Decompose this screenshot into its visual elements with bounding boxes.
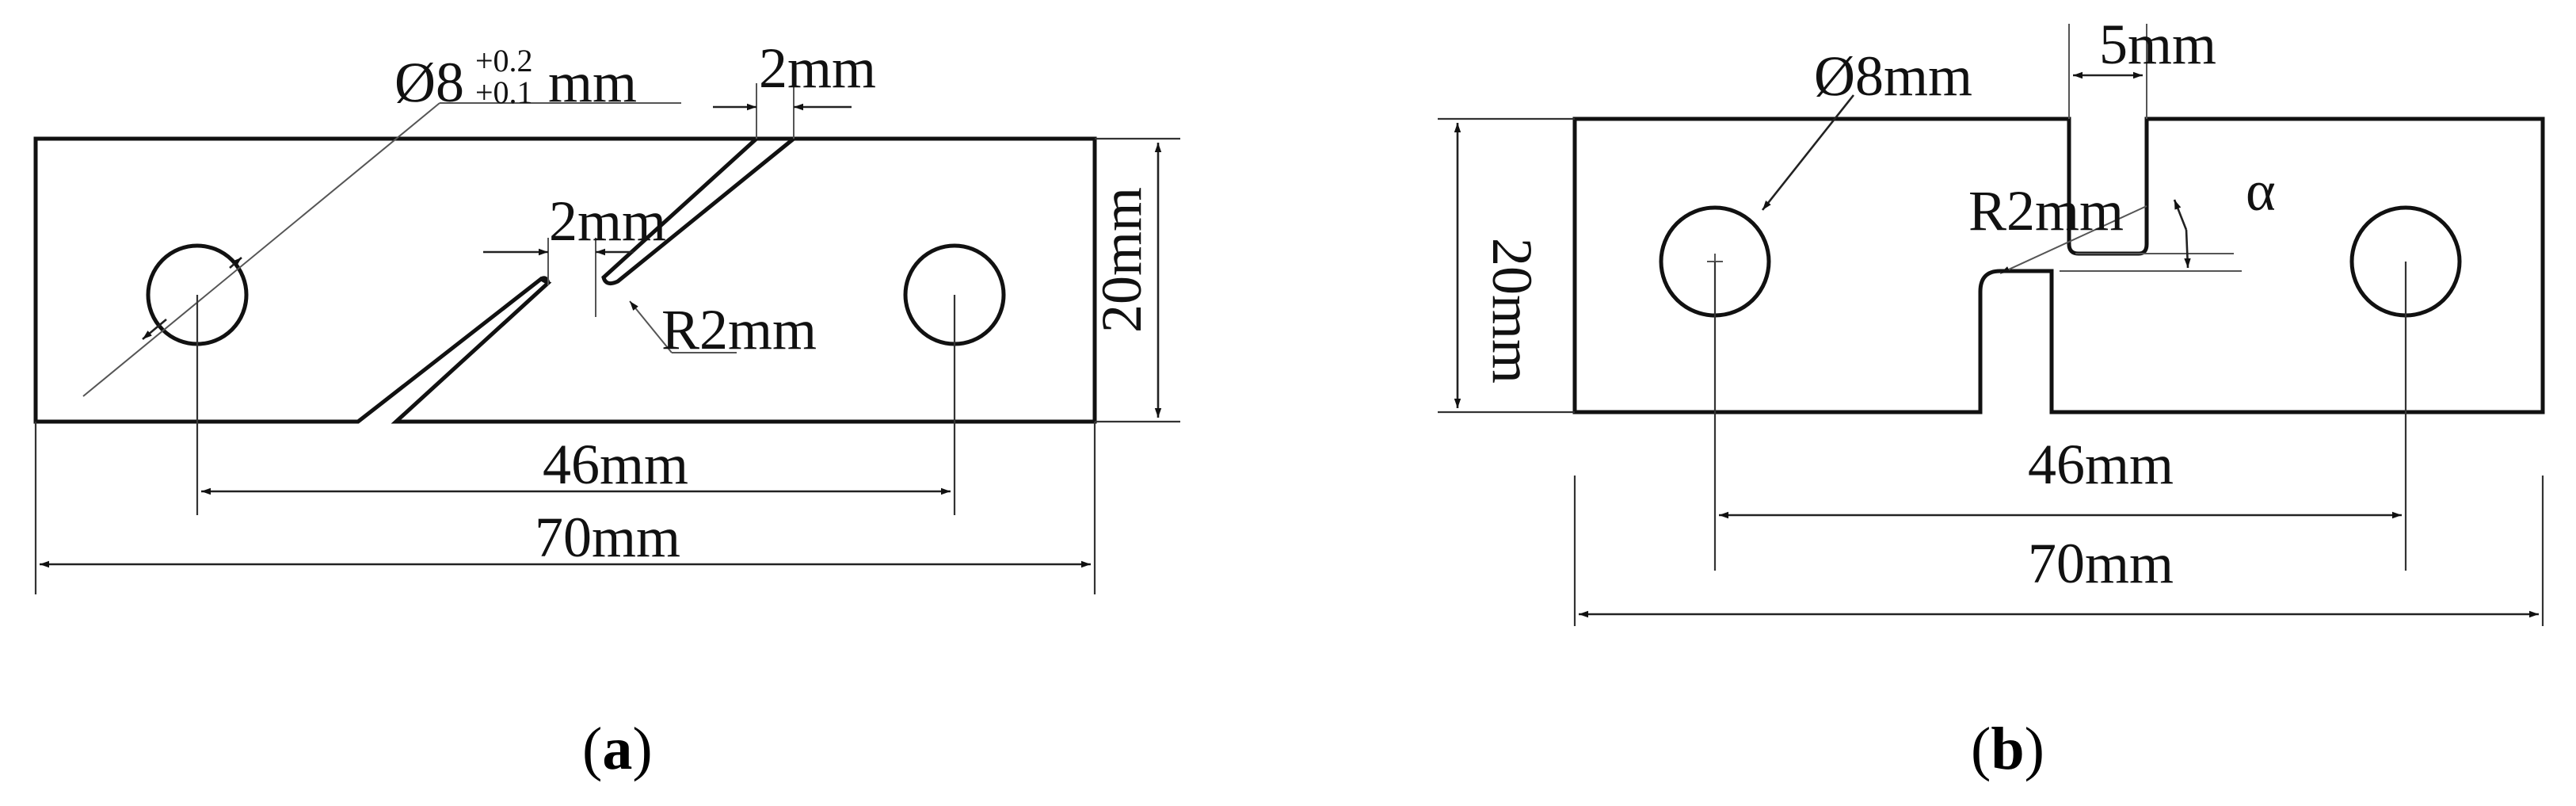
panel-a-radius-label: R2mm — [661, 298, 817, 361]
panel-b-caption: (b) — [1971, 716, 2044, 782]
panel-b-diameter-leader — [1761, 94, 1855, 211]
panel-b: Ø8mm 5mm R2mm α 20mm 46mm 70mm (b) — [1438, 13, 2545, 782]
panel-b-total-length-label: 70mm — [2028, 532, 2174, 595]
panel-b-radius-leader — [1999, 205, 2147, 274]
panel-a-hole-spacing-label: 46mm — [543, 433, 688, 496]
panel-b-angle-arrow-1 — [2173, 199, 2188, 231]
panel-a-plate-outline — [33, 136, 1097, 424]
panel-b-angle-label: α — [2246, 159, 2276, 223]
panel-b-height-label: 20mm — [1480, 238, 1544, 384]
panel-b-radius-label: R2mm — [1968, 179, 2124, 243]
panel-a-slot — [601, 137, 795, 286]
panel-a: Ø8 +0.2 +0.1 mm 2mm 2mm R2mm 20mm 46mm 7… — [33, 36, 1180, 782]
panel-b-angle-arrow-2 — [2184, 229, 2191, 269]
panel-a-caption: (a) — [582, 716, 653, 782]
panel-b-hole-diameter-label: Ø8mm — [1814, 44, 1972, 108]
panel-a-diameter-arrow-1 — [142, 319, 167, 340]
panel-b-caption-close: ) — [2025, 716, 2044, 782]
panel-a-diameter-leader — [82, 102, 440, 397]
panel-a-slot-gap-label: 2mm — [549, 189, 666, 253]
panel-a-hole-tol-lower: +0.1 — [475, 74, 533, 110]
panel-a-caption-close: ) — [632, 716, 652, 782]
panel-a-slot-width-label: 2mm — [759, 36, 876, 100]
panel-a-caption-open: ( — [582, 716, 602, 782]
panel-a-hole-diameter-label: Ø8 — [394, 51, 464, 114]
panel-a-total-length-label: 70mm — [535, 506, 680, 569]
panel-b-caption-open: ( — [1971, 716, 1991, 782]
panel-a-hole-unit: mm — [548, 51, 637, 114]
panel-a-height-label: 20mm — [1090, 187, 1153, 333]
panel-a-diameter-arrow-2 — [229, 257, 242, 269]
panel-a-radius-leader — [629, 300, 673, 353]
panel-b-plate-outline — [1572, 117, 2545, 414]
panel-b-notch-width-label: 5mm — [2099, 13, 2216, 76]
panel-b-caption-letter: b — [1991, 716, 2024, 782]
panel-a-caption-letter: a — [602, 716, 632, 782]
panel-a-hole-tol-upper: +0.2 — [475, 43, 533, 78]
panel-b-hole-spacing-label: 46mm — [2028, 433, 2174, 496]
